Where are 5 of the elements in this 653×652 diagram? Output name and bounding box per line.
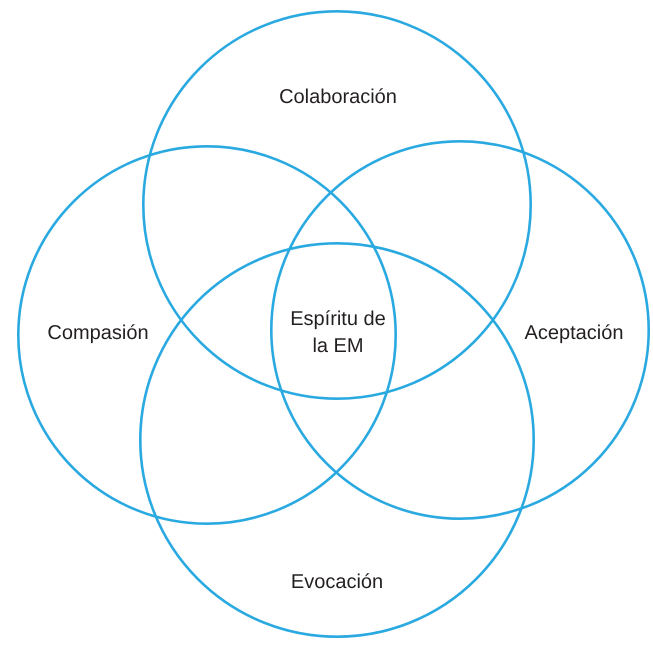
circle-label: Compasión	[47, 321, 149, 345]
circle-label: Colaboración	[279, 85, 397, 109]
center-label: Espíritu de la EM	[289, 307, 387, 359]
circle-label: Evocación	[290, 570, 384, 594]
circle-label: Aceptación	[524, 321, 624, 345]
